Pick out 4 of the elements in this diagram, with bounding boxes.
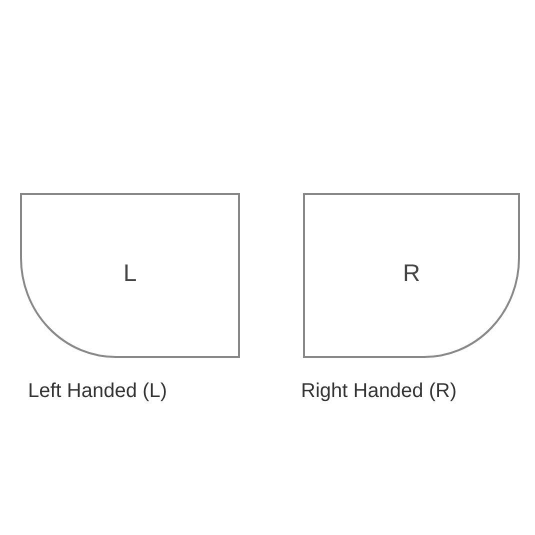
node-label: Left Handed (L) [28, 380, 167, 403]
shape-letter: R [402, 260, 420, 288]
shape-letter: L [123, 260, 137, 288]
node-label: Right Handed (R) [301, 380, 457, 403]
